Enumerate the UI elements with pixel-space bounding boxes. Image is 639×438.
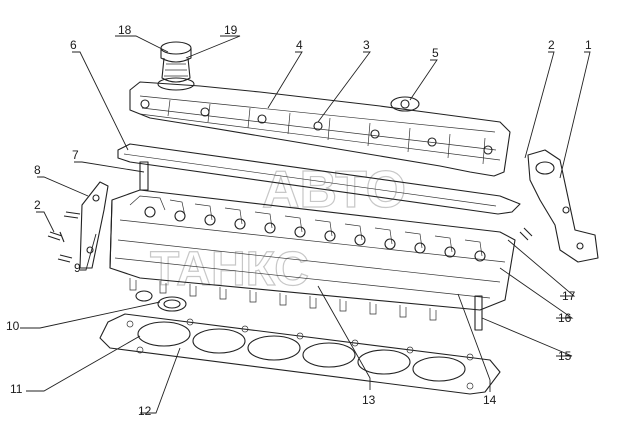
oil-filler-cap: [157, 41, 195, 91]
callout-3: 3: [363, 38, 370, 52]
leader-lines: [20, 35, 591, 414]
callout-18: 18: [118, 23, 132, 37]
callout-17: 17: [562, 289, 576, 303]
callout-10: 10: [6, 319, 20, 333]
watermark-line1: АВТО: [262, 161, 406, 219]
callout-16: 16: [558, 311, 572, 325]
watermark-line2: ТАНКС: [150, 243, 309, 296]
lifting-bracket: [527, 149, 599, 263]
callout-12: 12: [138, 404, 152, 418]
callout-14: 14: [483, 393, 497, 407]
dowel-pin: [139, 161, 149, 191]
callout-19: 19: [224, 23, 238, 37]
valve-cover: [129, 81, 511, 177]
left-bracket: [79, 181, 109, 269]
callout-4: 4: [296, 38, 303, 52]
bolts: [47, 211, 533, 263]
callout-2-left: 2: [34, 198, 41, 212]
callout-2-top: 2: [548, 38, 555, 52]
head-gasket: [99, 313, 501, 395]
cylinder-head: [109, 189, 516, 321]
stud: [474, 295, 483, 331]
callout-13: 13: [362, 393, 376, 407]
callout-5: 5: [432, 46, 439, 60]
valve-cover-gasket: [117, 143, 521, 215]
callout-15: 15: [558, 349, 572, 363]
callout-7: 7: [72, 148, 79, 162]
callout-8: 8: [34, 163, 41, 177]
callout-9: 9: [74, 261, 81, 275]
callout-11: 11: [10, 382, 23, 396]
callout-1: 1: [585, 38, 592, 52]
seal-ring: [135, 290, 187, 312]
callout-labels: 18 19 6 4 3 5 2 1 7 8 2 9 17 16 10 15 11…: [6, 23, 592, 418]
callout-6: 6: [70, 38, 77, 52]
